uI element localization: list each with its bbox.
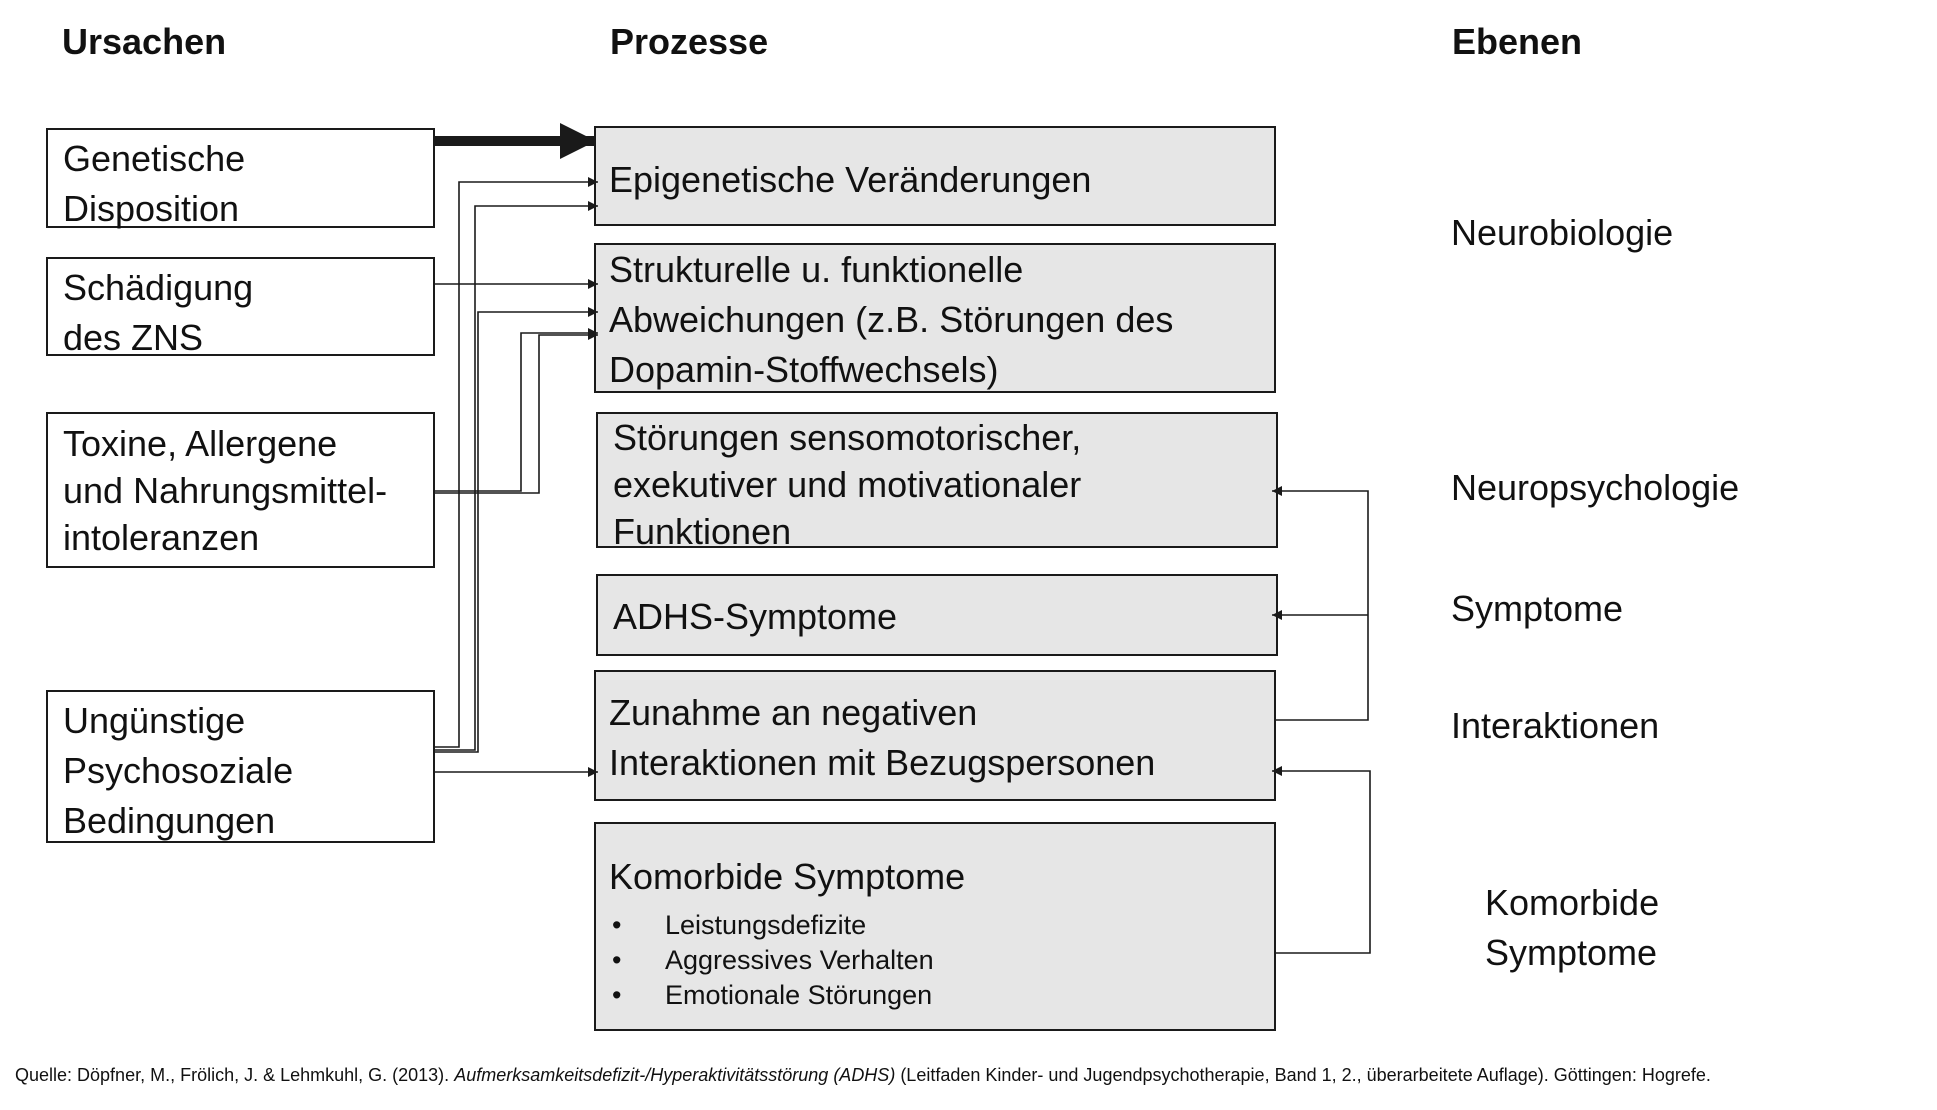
comorbid-bullet-list: Leistungsdefizite Aggressives Verhalten … [609,908,1274,1013]
cause-psychosocial-line3: Bedingungen [63,800,276,841]
process-box-interactions: Zunahme an negativen Interaktionen mit B… [594,670,1276,801]
process-box-epigenetic: Epigenetische Veränderungen [594,126,1276,226]
process-structural-line1: Strukturelle u. funktionelle [609,249,1024,290]
feedback-comorbid-to-interactions [1272,766,1371,954]
arrow-psychosocial-to-epigenetic-b [435,201,598,751]
source-suffix: (Leitfaden Kinder- und Jugendpsychothera… [895,1065,1711,1085]
process-interactions-line1: Zunahme an negativen [609,692,978,733]
process-interactions-line2: Interaktionen mit Bezugspersonen [609,742,1156,783]
cause-box-toxins: Toxine, Allergene und Nahrungsmittel- in… [46,412,435,568]
process-adhs-line1: ADHS-Symptome [613,596,898,637]
level-neurobiology: Neurobiologie [1451,212,1674,253]
header-processes: Prozesse [610,21,769,62]
header-levels: Ebenen [1452,21,1583,62]
source-citation: Quelle: Döpfner, M., Frölich, J. & Lehmk… [15,1064,1711,1086]
process-box-structural: Strukturelle u. funktionelle Abweichunge… [594,243,1276,393]
header-causes: Ursachen [62,21,227,62]
process-structural-line2: Abweichungen (z.B. Störungen des [609,299,1174,340]
process-box-sensomotor: Störungen sensomotorischer, exekutiver u… [596,412,1278,552]
level-comorbid: Komorbide Symptome [1485,878,1659,978]
cause-genetic-line1: Genetische [63,138,246,179]
process-sensomotor-line2: exekutiver und motivationaler [613,464,1082,505]
process-epigenetic-line1: Epigenetische Veränderungen [609,159,1092,200]
cause-box-genetic: Genetische Disposition [46,128,435,229]
source-prefix: Quelle: Döpfner, M., Frölich, J. & Lehmk… [15,1065,455,1085]
level-interactions: Interaktionen [1451,705,1660,746]
arrow-psychosocial-to-epigenetic-a [435,177,598,748]
arrow-psychosocial-to-structural [435,307,598,753]
source-title: Aufmerksamkeitsdefizit-/Hyperaktivitätss… [454,1065,896,1085]
process-comorbid-title: Komorbide Symptome [609,856,966,897]
level-comorbid-line1: Komorbide [1485,882,1660,923]
level-symptoms: Symptome [1451,588,1624,629]
cause-psychosocial-line1: Ungünstige [63,700,246,741]
cause-cns-line1: Schädigung [63,267,254,308]
level-comorbid-line2: Symptome [1485,932,1658,973]
level-neuropsychology: Neuropsychologie [1451,467,1740,508]
feedback-interactions-to-sensomotor [1272,486,1369,721]
process-sensomotor-line1: Störungen sensomotorischer, [613,417,1082,458]
comorbid-bullet-item: Aggressives Verhalten [609,943,1274,978]
cause-box-psychosocial: Ungünstige Psychosoziale Bedingungen [46,690,435,843]
cause-toxins-line1: Toxine, Allergene [63,423,338,464]
cause-genetic-line2: Disposition [63,188,240,229]
process-box-comorbid: Komorbide Symptome Leistungsdefizite Agg… [594,822,1276,1031]
process-sensomotor-line3: Funktionen [613,511,792,552]
cause-toxins-line3: intoleranzen [63,517,260,558]
cause-toxins-line2: und Nahrungsmittel- [63,470,388,511]
cause-cns-line2: des ZNS [63,317,204,358]
process-structural-line3: Dopamin-Stoffwechsels) [609,349,999,390]
arrow-toxins-to-structural-b [435,330,598,494]
comorbid-bullet-item: Emotionale Störungen [609,978,1274,1013]
comorbid-bullet-item: Leistungsdefizite [609,908,1274,943]
cause-psychosocial-line2: Psychosoziale [63,750,294,791]
cause-box-cns-damage: Schädigung des ZNS [46,257,435,358]
process-box-adhs-symptoms: ADHS-Symptome [596,574,1278,656]
